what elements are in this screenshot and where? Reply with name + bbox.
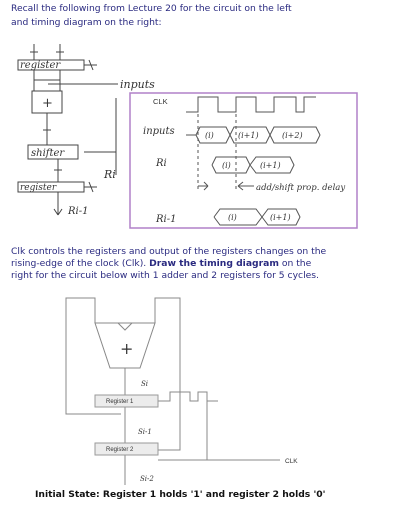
- lecture-sketch: register inputs + shifter register Ri Ri…: [17, 44, 358, 229]
- ri-i-plus-1-label: (i+1): [260, 161, 281, 170]
- sketch-circuit: [17, 44, 118, 216]
- initial-state: Initial State: Register 1 holds '1' and …: [35, 489, 326, 500]
- circuit-diagram: + Si Register 1 Si-1 Register 2 Si-2 CLK: [65, 297, 298, 485]
- sketch-plus: +: [42, 96, 53, 111]
- sketch-register-bottom: register: [20, 183, 57, 193]
- instructions-line-2-suffix: on the: [281, 258, 312, 269]
- register-1-label: Register 1: [106, 399, 134, 405]
- timing-clk-label: CLK: [153, 97, 168, 106]
- instructions-bold: Draw the timing diagram: [149, 258, 279, 269]
- timing-signals: [186, 96, 321, 226]
- circuit-si-minus-1-label: Si-1: [138, 428, 152, 436]
- instructions-line-2-prefix: rising-edge of the clock (Clk).: [11, 258, 147, 269]
- instructions-line-3: right for the circuit below with 1 adder…: [11, 270, 319, 281]
- ri-minus-1-i-plus-1-label: (i+1): [270, 213, 291, 222]
- inputs-i-label: (i): [205, 131, 214, 140]
- ri-minus-1-i-label: (i): [228, 213, 237, 222]
- circuit-si-label: Si: [141, 380, 148, 388]
- instructions-line-1: Clk controls the registers and output of…: [11, 246, 327, 257]
- sketch-shifter: shifter: [31, 148, 65, 159]
- sketch-register-top: register: [20, 60, 61, 71]
- delay-note: add/shift prop. delay: [256, 183, 345, 193]
- timing-ri-label: Ri: [155, 158, 167, 169]
- sketch-inputs-label: inputs: [120, 78, 155, 91]
- inputs-i-plus-2-label: (i+2): [282, 131, 303, 140]
- adder-plus: +: [120, 339, 133, 358]
- intro-line-2: and timing diagram on the right:: [11, 17, 162, 28]
- timing-ri-minus-1-label: Ri-1: [155, 214, 176, 225]
- timing-diagram-frame: [129, 92, 358, 229]
- register-2-box: [94, 442, 159, 456]
- sketch-ri-minus-1-left: Ri-1: [67, 206, 88, 217]
- intro-line-1: Recall the following from Lecture 20 for…: [11, 3, 292, 14]
- circuit-si-minus-2-label: Si-2: [140, 475, 154, 483]
- timing-inputs-label: inputs: [143, 126, 175, 137]
- instructions-line-2: rising-edge of the clock (Clk). Draw the…: [11, 257, 311, 270]
- register-2-label: Register 2: [106, 447, 134, 453]
- sketch-ri-left: Ri: [103, 168, 116, 181]
- inputs-i-plus-1-label: (i+1): [238, 131, 259, 140]
- ri-i-label: (i): [222, 161, 231, 170]
- circuit-clk-label: CLK: [285, 458, 298, 465]
- register-1-box: [94, 394, 159, 408]
